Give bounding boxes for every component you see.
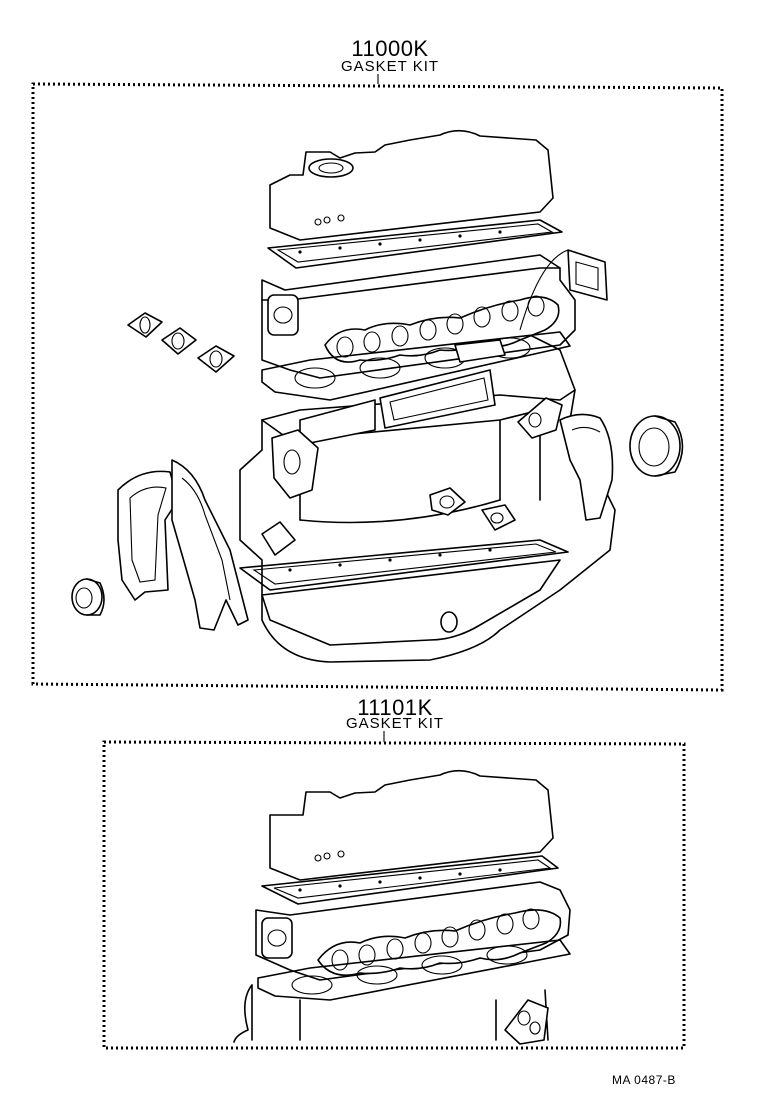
kit1-name: GASKET KIT	[340, 58, 440, 75]
kit1-oil-pan	[261, 559, 561, 646]
kit1-fuel-pump-gasket	[429, 487, 466, 516]
kit2-head-gasket	[257, 939, 571, 1001]
kit1-rear-crank-seal	[629, 415, 681, 477]
kit2-thermostat-gasket	[261, 917, 293, 959]
kit2-part-number: 11101K	[357, 695, 433, 720]
kit1-dotted-frame	[31, 82, 724, 692]
kit1-water-pump-gasket	[271, 429, 319, 499]
kit1-rear-plate-gasket	[559, 413, 614, 521]
kit2-name: GASKET KIT	[345, 715, 445, 732]
kit1-part-number: 11000K	[351, 36, 429, 61]
kit1-manifold-ports	[336, 295, 545, 358]
kit1-oil-cap-seal	[308, 158, 354, 178]
kit1-exhaust-flange-gasket	[567, 249, 608, 301]
kit1-small-gasket-3	[197, 345, 235, 373]
kit2-head-gasket-bores	[291, 945, 528, 995]
kit1-gasket-bolt-holes	[298, 230, 502, 254]
kit2-gasket-bolt-holes	[298, 868, 502, 892]
kit1-timing-cover-gasket-inner	[171, 459, 249, 631]
kit2-manifold-gasket	[317, 909, 562, 976]
kit1-pan-gasket-holes	[288, 548, 492, 572]
kit1-timing-cover-gasket-outer	[117, 470, 179, 601]
kit2-valve-cover-gasket	[261, 855, 559, 905]
kit1-small-gasket-1	[127, 312, 163, 338]
kit1-block-top-rim	[261, 389, 576, 421]
kit1-engine-block	[239, 329, 616, 663]
kit1-cylinder-head	[261, 267, 576, 379]
kit1-manifold-gasket	[324, 296, 560, 363]
kit1-intake-window-gasket	[379, 369, 496, 429]
kit1-small-gasket-2	[161, 327, 197, 355]
kit2-dotted-frame	[102, 740, 686, 1050]
kit1-head-gasket	[261, 331, 571, 401]
kit1-valve-cover-gasket	[267, 219, 563, 269]
kit1-small-gasket-right	[517, 397, 563, 439]
kit1-valve-cover	[269, 129, 554, 241]
kit1-drain-plug-gasket	[440, 611, 458, 633]
kit1-small-flange-gasket	[454, 339, 506, 363]
kit1-thermostat-gasket	[267, 294, 299, 336]
kit2-valve-cover	[269, 769, 554, 881]
drawing-code: MA 0487-B	[612, 1073, 676, 1087]
kit1-group	[31, 74, 724, 692]
kit1-oil-pan-gasket	[239, 539, 569, 591]
kit2-cylinder-head	[255, 881, 571, 981]
kit2-group	[102, 731, 686, 1050]
kit2-small-gasket-right	[504, 999, 549, 1045]
kit2-engine-block	[251, 984, 549, 1041]
